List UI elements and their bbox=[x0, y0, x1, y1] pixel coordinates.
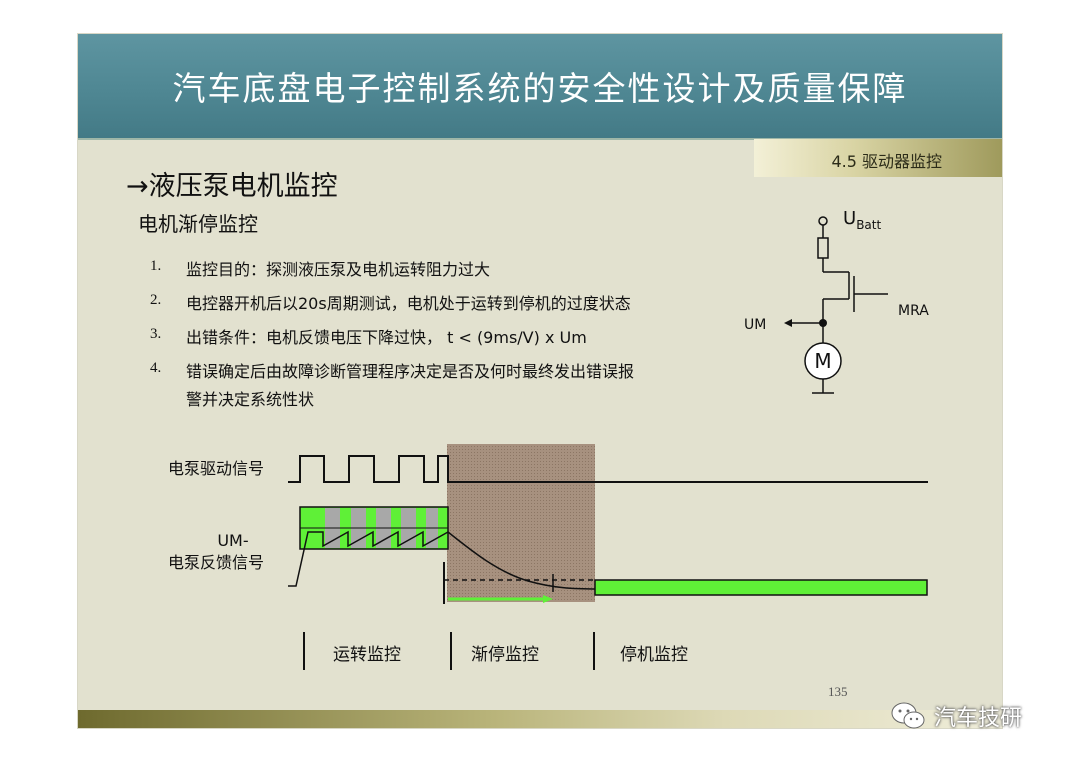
page-number: 135 bbox=[828, 684, 848, 699]
list-item-number: 1. bbox=[150, 258, 162, 274]
coastdown-shaded-region bbox=[447, 444, 595, 602]
watermark-text: 汽车技研 bbox=[934, 706, 1023, 731]
feedback-voltage-trace bbox=[288, 530, 449, 587]
list-item-text: 电控器开机后以20s周期测试，电机处于运转到停机的过度状态 bbox=[186, 294, 631, 313]
arrow-left-icon bbox=[784, 319, 792, 327]
title-bar: 汽车底盘电子控制系统的安全性设计及质量保障 bbox=[78, 34, 1002, 140]
arrow-right-icon bbox=[543, 595, 553, 603]
list-item-number: 4. bbox=[150, 360, 162, 376]
section-tab-label: 4.5 驱动器监控 bbox=[831, 152, 942, 171]
watermark: 汽车技研 bbox=[890, 696, 1022, 736]
numbered-list: 1. 监控目的：探测液压泵及电机运转阻力过大 2. 电控器开机后以20s周期测试… bbox=[150, 256, 710, 392]
phase-divider bbox=[593, 632, 595, 670]
feedback-pwm-bar bbox=[299, 506, 449, 550]
feedback-signal-label-line2: 电泵反馈信号 bbox=[168, 553, 265, 572]
mra-label: MRA bbox=[898, 303, 929, 319]
phase-label-running: 运转监控 bbox=[333, 645, 401, 665]
phase-label-stopped: 停机监控 bbox=[620, 645, 688, 665]
drive-signal-label: 电泵驱动信号 bbox=[168, 459, 265, 478]
slide-title: 汽车底盘电子控制系统的安全性设计及质量保障 bbox=[172, 69, 908, 108]
supply-terminal bbox=[818, 216, 828, 226]
list-item: 2. 电控器开机后以20s周期测试，电机处于运转到停机的过度状态 bbox=[150, 290, 710, 324]
motor-circuit-diagram: UBatt MRA UM M bbox=[744, 208, 929, 394]
supply-label: UBatt bbox=[843, 208, 881, 232]
list-item-text: 监控目的：探测液压泵及电机运转阻力过大 bbox=[186, 260, 491, 279]
stopped-feedback-bar bbox=[594, 579, 928, 596]
footer-bar bbox=[78, 710, 1002, 728]
list-item: 1. 监控目的：探测液压泵及电机运转阻力过大 bbox=[150, 256, 710, 290]
phase-label-coastdown: 渐停监控 bbox=[471, 645, 539, 665]
motor-label: M bbox=[814, 349, 831, 373]
subheading: 电机渐停监控 bbox=[138, 212, 258, 236]
slide: 汽车底盘电子控制系统的安全性设计及质量保障 4.5 驱动器监控 →液压泵电机监控… bbox=[78, 34, 1002, 728]
list-item: 4. 错误确定后由故障诊断管理程序决定是否及何时最终发出错误报 bbox=[150, 358, 710, 392]
list-item-text: 出错条件：电机反馈电压下降过快， t < (9ms/V) x Um bbox=[186, 328, 587, 347]
drive-signal-trace bbox=[288, 455, 928, 483]
um-label: UM bbox=[744, 317, 766, 333]
timing-diagram bbox=[288, 444, 928, 604]
feedback-signal-label-line1: UM- bbox=[217, 531, 249, 550]
coastdown-decay-curve bbox=[447, 531, 599, 590]
wechat-icon bbox=[891, 702, 925, 729]
list-item-number: 2. bbox=[150, 292, 162, 308]
phase-divider bbox=[303, 632, 305, 670]
list-item-text: 错误确定后由故障诊断管理程序决定是否及何时最终发出错误报 bbox=[186, 362, 635, 381]
section-tab: 4.5 驱动器监控 bbox=[754, 139, 1002, 177]
list-item-continuation: 警并决定系统性状 bbox=[186, 390, 315, 409]
fuse bbox=[817, 237, 829, 259]
list-item: 3. 出错条件：电机反馈电压下降过快， t < (9ms/V) x Um bbox=[150, 324, 710, 358]
heading: →液压泵电机监控 bbox=[126, 171, 338, 202]
list-item-number: 3. bbox=[150, 326, 162, 342]
phase-divider bbox=[450, 632, 452, 670]
